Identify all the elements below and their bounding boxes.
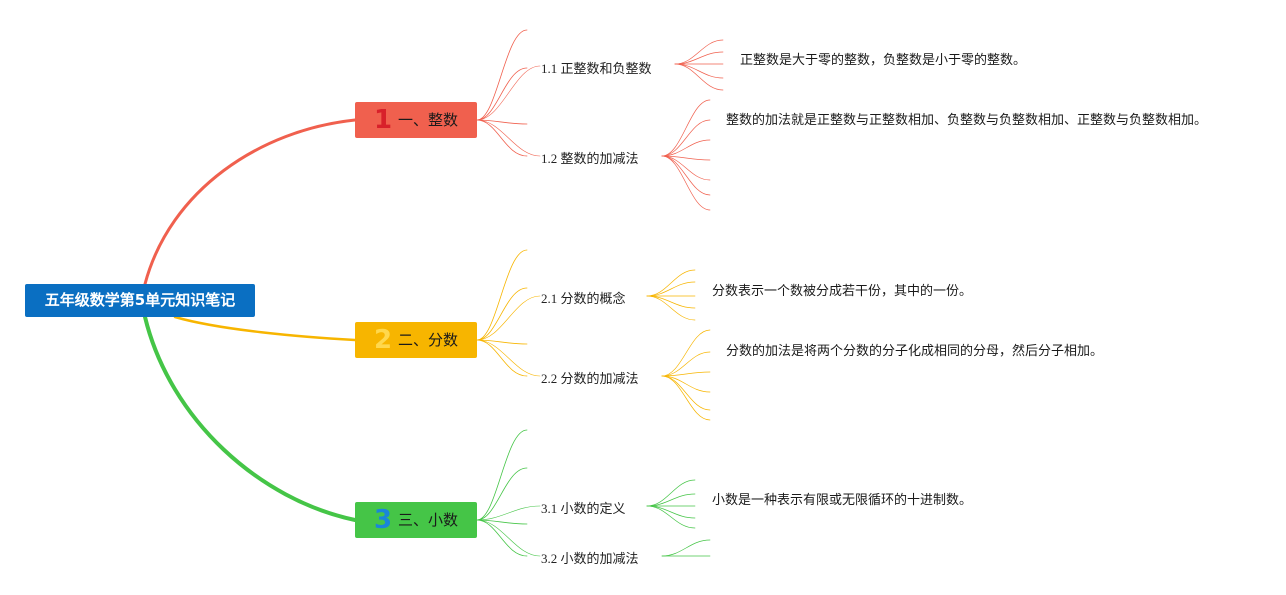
connector-branch-sub — [476, 119, 528, 157]
connector-sub-leaf — [674, 63, 724, 91]
connector-branch-sub — [476, 119, 541, 157]
branch-title: 三、小数 — [398, 511, 459, 529]
connector-root-branch1 — [143, 118, 357, 286]
connector-branch-sub — [476, 287, 528, 341]
connector-sub-leaf — [646, 269, 696, 297]
connector-branch-sub — [476, 295, 541, 341]
subtopic-2-2[interactable]: 2.2 分数的加减法 — [541, 371, 639, 386]
branch-title: 一、整数 — [398, 111, 459, 129]
connector-sub-leaf — [661, 375, 711, 421]
connector-sub-leaf — [661, 539, 711, 557]
connector-sub-leaf — [674, 63, 724, 79]
connector-sub-leaf — [661, 329, 711, 377]
branch-number-badge: 1 — [373, 105, 393, 135]
connector-branch-sub — [476, 119, 528, 125]
branch-topic-decimals[interactable]: 3 三、小数 — [355, 502, 477, 538]
connector-branch-sub — [476, 429, 528, 521]
connector-sub-leaf — [674, 39, 724, 65]
connector-sub-leaf — [674, 51, 724, 65]
note-1-2: 整数的加法就是正整数与正整数相加、负整数与负整数相加、正整数与负整数相加。 — [726, 113, 1208, 128]
connector-sub-leaf — [661, 375, 711, 411]
subtopic-1-1[interactable]: 1.1 正整数和负整数 — [541, 61, 652, 76]
connector-sub-leaf — [661, 155, 711, 211]
connector-branch-sub — [476, 65, 541, 121]
connector-branch-sub — [476, 67, 528, 121]
connector-sub-leaf — [661, 371, 711, 377]
connector-sub-leaf — [661, 99, 711, 157]
subtopic-2-1[interactable]: 2.1 分数的概念 — [541, 291, 626, 306]
connector-sub-leaf — [646, 479, 696, 507]
connector-sub-leaf — [646, 493, 696, 507]
connector-sub-leaf — [646, 505, 696, 519]
branch-number-badge: 2 — [373, 325, 393, 355]
branch-topic-fractions[interactable]: 2 二、分数 — [355, 322, 477, 358]
connector-root-branch3 — [143, 315, 357, 522]
branch-topic-integers[interactable]: 1 一、整数 — [355, 102, 477, 138]
connector-branch-sub — [476, 519, 528, 557]
note-1-1: 正整数是大于零的整数，负整数是小于零的整数。 — [740, 53, 1027, 68]
connector-branch-sub — [476, 467, 528, 521]
note-2-2: 分数的加法是将两个分数的分子化成相同的分母，然后分子相加。 — [726, 344, 1104, 359]
connector-root-branch2 — [173, 315, 357, 342]
connector-branch-sub — [476, 339, 528, 377]
connector-branch-sub — [476, 339, 528, 345]
branch-number-badge: 3 — [373, 505, 393, 535]
connector-sub-leaf — [646, 281, 696, 297]
root-topic[interactable]: 五年级数学第5单元知识笔记 — [25, 284, 255, 317]
connector-sub-leaf — [661, 351, 711, 377]
note-2-1: 分数表示一个数被分成若干份，其中的一份。 — [712, 284, 973, 299]
connector-branch-sub — [476, 339, 541, 377]
subtopic-3-1[interactable]: 3.1 小数的定义 — [541, 501, 626, 516]
connector-sub-leaf — [646, 505, 696, 529]
root-title: 五年级数学第5单元知识笔记 — [44, 291, 236, 309]
note-3-1: 小数是一种表示有限或无限循环的十进制数。 — [712, 493, 973, 508]
connector-sub-leaf — [646, 295, 696, 321]
branch-title: 二、分数 — [398, 331, 459, 349]
connector-sub-leaf — [661, 155, 711, 196]
connector-branch-sub — [476, 505, 541, 521]
connector-sub-leaf — [646, 295, 696, 309]
connector-branch-sub — [476, 249, 528, 341]
subtopic-1-2[interactable]: 1.2 整数的加减法 — [541, 151, 639, 166]
connector-branch-sub — [476, 519, 541, 557]
connector-branch-sub — [476, 29, 528, 121]
subtopic-3-2[interactable]: 3.2 小数的加减法 — [541, 551, 639, 566]
connector-sub-leaf — [661, 139, 711, 157]
connector-sub-leaf — [661, 119, 711, 157]
